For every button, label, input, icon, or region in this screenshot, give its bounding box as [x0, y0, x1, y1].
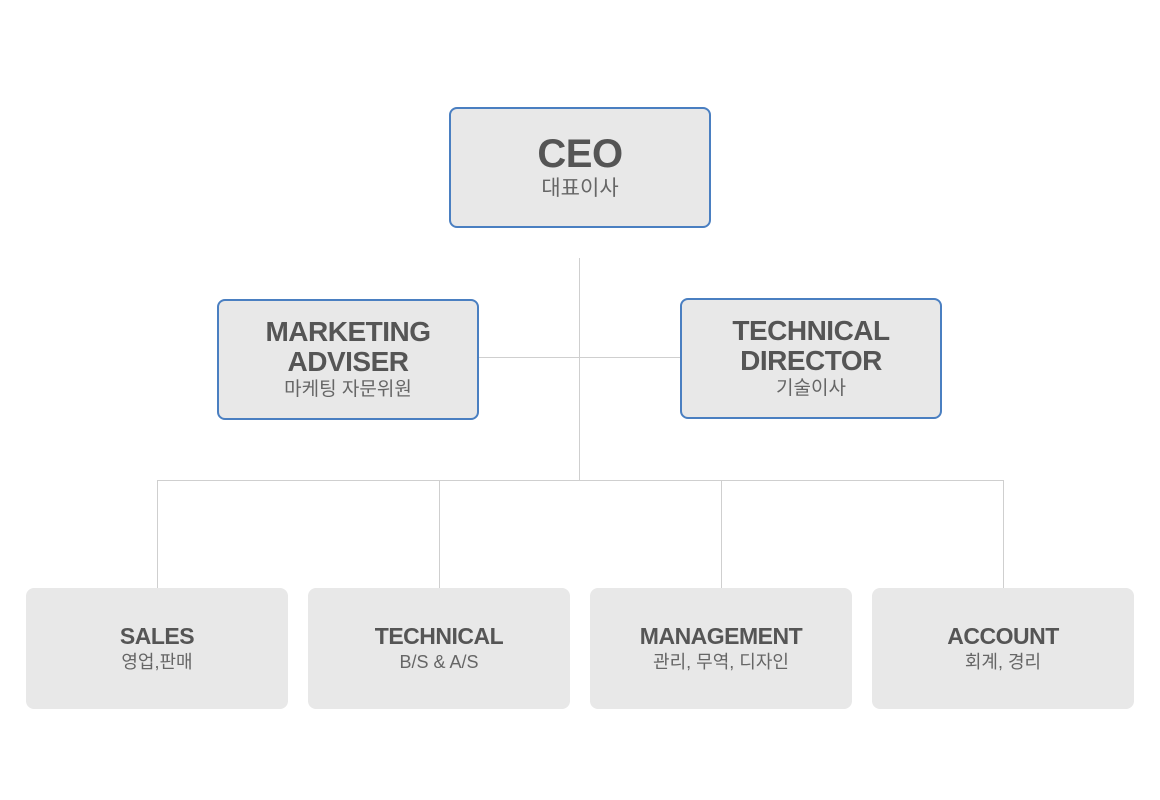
sales-drop-line [157, 480, 158, 588]
technical-drop-line [439, 480, 440, 588]
department-account-node: ACCOUNT 회계, 경리 [872, 588, 1134, 709]
management-drop-line [721, 480, 722, 588]
department-title: MANAGEMENT [639, 623, 803, 649]
marketing-adviser-title: MARKETING ADVISER [265, 316, 431, 377]
department-subtitle: 영업,판매 [121, 652, 193, 672]
department-subtitle: B/S & A/S [399, 652, 479, 672]
department-subtitle: 회계, 경리 [964, 652, 1042, 672]
department-subtitle: 관리, 무역, 디자인 [653, 652, 789, 672]
ceo-title: CEO [537, 131, 623, 176]
department-sales-node: SALES 영업,판매 [26, 588, 288, 709]
department-management-node: MANAGEMENT 관리, 무역, 디자인 [590, 588, 852, 709]
department-title: ACCOUNT [947, 623, 1059, 649]
ceo-trunk-line [579, 258, 580, 481]
technical-director-title: TECHNICAL DIRECTOR [732, 315, 890, 376]
ceo-node: CEO 대표이사 [449, 107, 711, 228]
technical-director-subtitle: 기술이사 [776, 378, 846, 399]
marketing-adviser-node: MARKETING ADVISER 마케팅 자문위원 [217, 299, 479, 420]
marketing-adviser-subtitle: 마케팅 자문위원 [284, 379, 412, 400]
account-drop-line [1003, 480, 1004, 588]
adviser-director-line [478, 357, 681, 358]
department-title: TECHNICAL [374, 623, 504, 649]
department-bus-line [157, 480, 1004, 481]
ceo-subtitle: 대표이사 [541, 176, 619, 200]
technical-director-node: TECHNICAL DIRECTOR 기술이사 [680, 298, 942, 419]
department-title: SALES [119, 623, 195, 649]
department-technical-node: TECHNICAL B/S & A/S [308, 588, 570, 709]
